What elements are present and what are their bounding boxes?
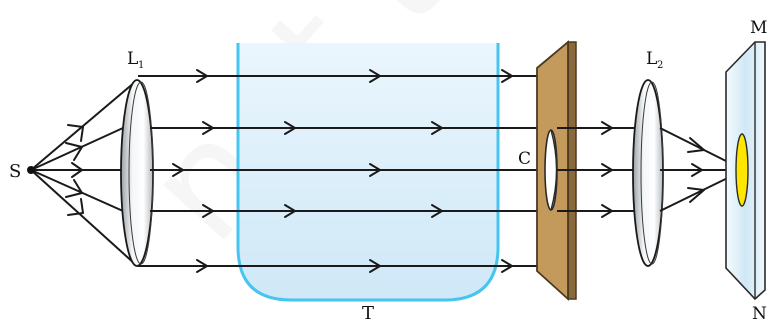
parallel-rays bbox=[138, 69, 548, 273]
point-source bbox=[27, 166, 35, 174]
label-L1: L bbox=[127, 49, 138, 69]
rays-after-hole bbox=[557, 121, 643, 218]
label-L1-subscript: 1 bbox=[138, 60, 144, 71]
diverging-rays bbox=[30, 81, 136, 265]
label-M: M bbox=[750, 18, 767, 38]
label-C: C bbox=[518, 149, 531, 169]
water-tank bbox=[238, 43, 498, 300]
label-L2-subscript: 2 bbox=[657, 60, 663, 71]
lens-L1 bbox=[120, 79, 154, 267]
water-tank-outline bbox=[236, 43, 500, 302]
lens-L2 bbox=[632, 79, 664, 267]
label-T: T bbox=[362, 303, 374, 323]
screen-MN bbox=[725, 41, 766, 301]
label-S: S bbox=[9, 161, 21, 182]
label-N: N bbox=[752, 304, 767, 323]
light-spot bbox=[735, 133, 749, 207]
label-L2: L bbox=[646, 49, 657, 69]
